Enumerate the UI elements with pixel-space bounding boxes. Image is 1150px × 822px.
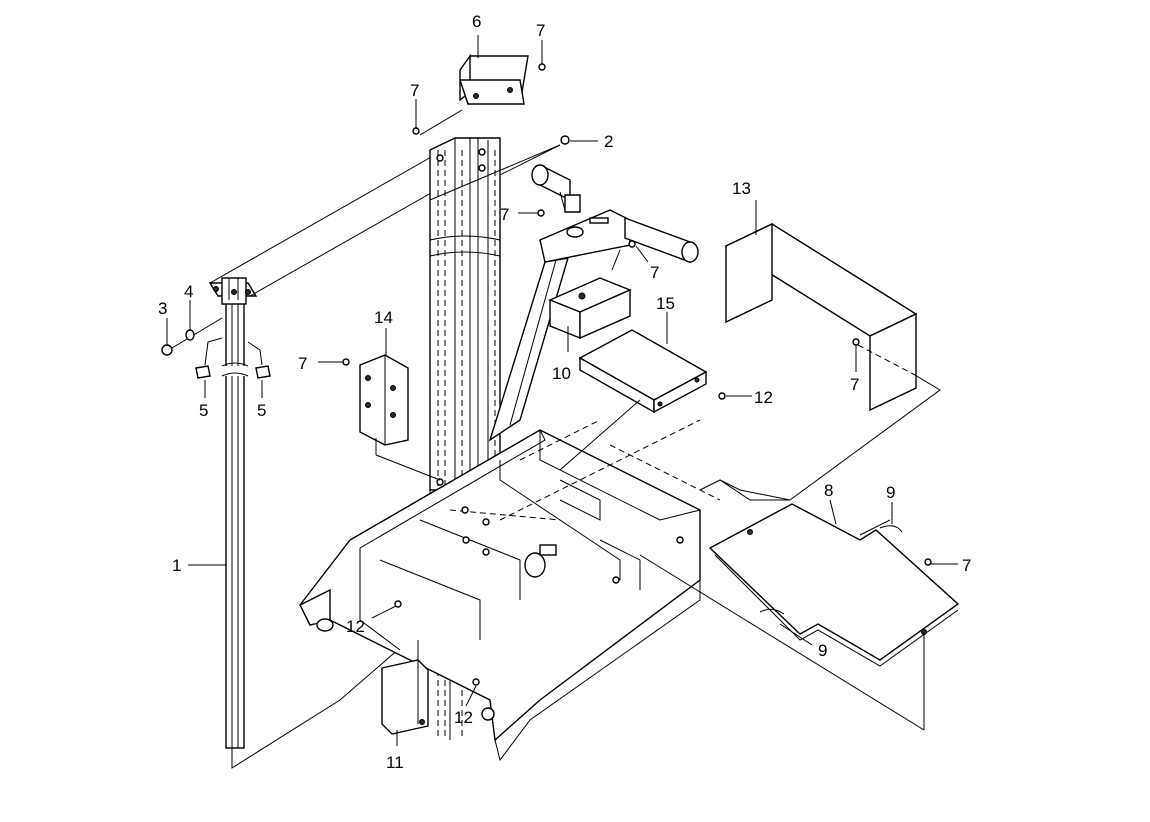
callout-8: 8: [824, 481, 833, 500]
callout-12-bottom: 12: [454, 708, 473, 727]
callout-2: 2: [604, 132, 613, 151]
part-14-bracket: [359, 354, 441, 481]
part-8-floor-plate: [639, 503, 960, 731]
part-5-clips: [195, 337, 271, 379]
part-3-nut: [161, 317, 223, 356]
callout-12-frame: 12: [346, 617, 365, 636]
part-6-top-cap: [419, 53, 529, 136]
handle-arm: [429, 144, 699, 442]
callout-11: 11: [386, 753, 404, 772]
callout-15: 15: [656, 294, 675, 313]
callout-7-top: 7: [536, 21, 545, 40]
callout-9-bottom: 9: [818, 641, 827, 660]
callout-7-cover: 7: [850, 375, 859, 394]
callout-1: 1: [172, 556, 181, 575]
callout-10: 10: [552, 364, 571, 383]
part-13-cover: [719, 222, 941, 501]
leader-lines: [166, 35, 958, 746]
callout-9-top: 9: [886, 483, 895, 502]
callout-13: 13: [732, 179, 751, 198]
part-11-bracket: [381, 640, 429, 735]
callout-14: 14: [374, 308, 393, 327]
callout-3: 3: [158, 299, 167, 318]
callout-7-handle: 7: [650, 263, 659, 282]
callout-7-arm: 7: [500, 205, 509, 224]
callout-7-bracket: 7: [298, 354, 307, 373]
callout-7-floor: 7: [962, 556, 971, 575]
callout-6: 6: [472, 12, 481, 31]
callout-5-right: 5: [257, 401, 266, 420]
callout-4: 4: [184, 282, 193, 301]
part-15-plate: [559, 329, 708, 471]
callout-5-left: 5: [199, 401, 208, 420]
part-4-washer: [185, 329, 195, 341]
callout-7-cap: 7: [410, 81, 419, 100]
part-1-mast-tube: [208, 151, 469, 769]
part-10-tray: [548, 249, 632, 340]
callout-labels: 1 2 3 4 5 5 6 7 7 7 7 7 7 7 8 9 9 10 11 …: [158, 12, 971, 772]
callout-12-plate: 12: [754, 388, 773, 407]
base-frame: [298, 419, 790, 762]
